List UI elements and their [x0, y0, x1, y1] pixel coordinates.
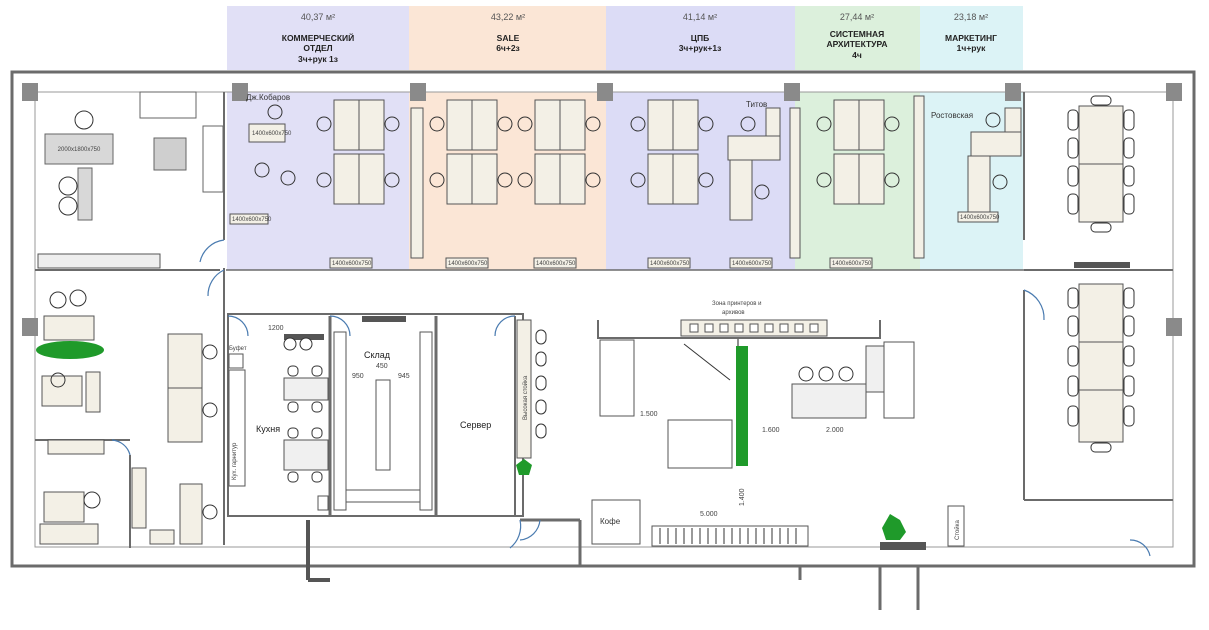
kitchen-buffet-label: Буфет: [229, 346, 247, 352]
hanger-label: Стойка: [954, 520, 961, 540]
sofa: [139, 91, 197, 119]
zone-architecture-title-2: АРХИТЕКТУРА: [826, 39, 887, 49]
svg-text:1400х600х750: 1400х600х750: [232, 217, 272, 223]
zone-cpb-header: [606, 6, 795, 70]
coffee-label: Кофе: [600, 517, 621, 526]
zone-sale-title-1: SALE: [497, 33, 520, 43]
printer-zone: Зона принтеров и архивов 1.500 1.600 2.0…: [599, 301, 915, 469]
zone-cpb-area-label: 41,14 м²: [683, 12, 717, 22]
zone-cpb-area: [606, 92, 795, 270]
desks-sale: [410, 99, 586, 269]
zone-sale-title-2: 6ч+2з: [496, 43, 520, 53]
zone-architecture-title-1: СИСТЕМНАЯ: [830, 29, 885, 39]
meeting-room-left: 2000х1800х750: [37, 91, 224, 269]
zone-commercial-header: [227, 6, 409, 70]
zone-sale-header: [409, 6, 606, 70]
hanger-rack: [947, 505, 965, 547]
zone-architecture-header: [795, 6, 920, 70]
dim-1400: 1.400: [739, 488, 746, 506]
zone-marketing-area-label: 23,18 м²: [954, 12, 988, 22]
zone-sale-area-label: 43,22 м²: [491, 12, 525, 22]
meeting-room-right-bottom: [1067, 262, 1135, 453]
storage-width-2: 945: [398, 373, 410, 380]
counter: [651, 525, 809, 547]
printer-zone-label-2: архивов: [722, 310, 745, 316]
svg-text:Высокая стойка: Высокая стойка: [522, 375, 529, 420]
plant-center: [516, 459, 532, 475]
zone-cpb-title-2: 3ч+рук+1з: [679, 43, 722, 53]
svg-text:1400х600х750: 1400х600х750: [650, 261, 690, 267]
zone-architecture-title-3: 4ч: [852, 50, 862, 60]
person-name-3: Ростовская: [931, 111, 973, 120]
left-lower-offices: [36, 289, 218, 545]
svg-text:1400х600х750: 1400х600х750: [960, 215, 1000, 221]
chairs: [254, 104, 1008, 200]
tv-unit: [37, 253, 161, 269]
coffee-table: [153, 137, 187, 171]
svg-text:1400х600х750: 1400х600х750: [448, 261, 488, 267]
zone-cpb-title-1: ЦПБ: [691, 33, 709, 43]
storage-room: Склад 450 950 945: [333, 316, 433, 511]
armchair: [202, 125, 224, 193]
storage-label: Склад: [364, 350, 391, 360]
tall-rack: Высокая стойка: [516, 319, 547, 475]
meeting-table: [44, 133, 114, 165]
meeting-table-label: 2000х1800х750: [58, 147, 101, 153]
server-label: Сервер: [460, 420, 491, 430]
zone-commercial-title-3: 3ч+рук 1з: [298, 54, 338, 64]
person-name-1: Дж.Кобаров: [246, 93, 290, 102]
storage-depth-label: 450: [376, 363, 388, 370]
svg-text:1400х600х750: 1400х600х750: [332, 261, 372, 267]
outer-wall: [10, 70, 1196, 568]
storage-width-1: 950: [352, 373, 364, 380]
columns: [22, 83, 1182, 336]
zone-commercial-title-2: ОТДЕЛ: [303, 43, 332, 53]
zone-cpb: 41,14 м² ЦПБ 3ч+рук+1з: [606, 6, 795, 270]
svg-text:1400х600х750: 1400х600х750: [732, 261, 772, 267]
zone-architecture-area-label: 27,44 м²: [840, 12, 874, 22]
bottom-items: Кофе 5.000 1.400 Стойка: [591, 488, 965, 550]
zone-marketing-title-2: 1ч+рук: [957, 43, 986, 53]
printer-zone-label-1: Зона принтеров и: [712, 301, 761, 307]
doors: [111, 239, 1151, 557]
kitchen-width-label: 1200: [268, 325, 284, 332]
side-table: [77, 167, 93, 221]
dim-1500: 1.500: [640, 411, 658, 418]
desks-marketing: [957, 107, 1022, 223]
plant-left: [36, 341, 104, 359]
desk-labels: 1400х600х750 1400х600х750 1400х600х750 1…: [232, 131, 1000, 267]
kitchen: Кухня Буфет 1200 Кух. гарнитур: [228, 325, 329, 511]
svg-text:1400х600х750: 1400х600х750: [832, 261, 872, 267]
zone-commercial-area-label: 40,37 м²: [301, 12, 335, 22]
desks-cpb: [647, 99, 801, 269]
zone-marketing-header: [920, 6, 1023, 70]
dim-5000: 5.000: [700, 511, 718, 518]
kitchen-label: Кухня: [256, 424, 280, 434]
person-name-2: Титов: [746, 100, 767, 109]
server-room: Сервер: [460, 420, 491, 430]
zone-marketing-title-1: МАРКЕТИНГ: [945, 33, 997, 43]
desks-commercial: [229, 99, 385, 269]
zone-commercial-title-1: КОММЕРЧЕСКИЙ: [282, 32, 355, 43]
dim-1600: 1.600: [762, 427, 780, 434]
svg-text:1400х600х750: 1400х600х750: [252, 131, 292, 137]
coffee-machine: [591, 499, 641, 545]
svg-text:1400х600х750: 1400х600х750: [536, 261, 576, 267]
dim-2000: 2.000: [826, 427, 844, 434]
desks-architecture: [829, 95, 925, 269]
kitchen-set-label: Кух. гарнитур: [232, 442, 238, 480]
meeting-room-right-top: [1067, 95, 1135, 233]
plant-bottom: [882, 514, 906, 540]
